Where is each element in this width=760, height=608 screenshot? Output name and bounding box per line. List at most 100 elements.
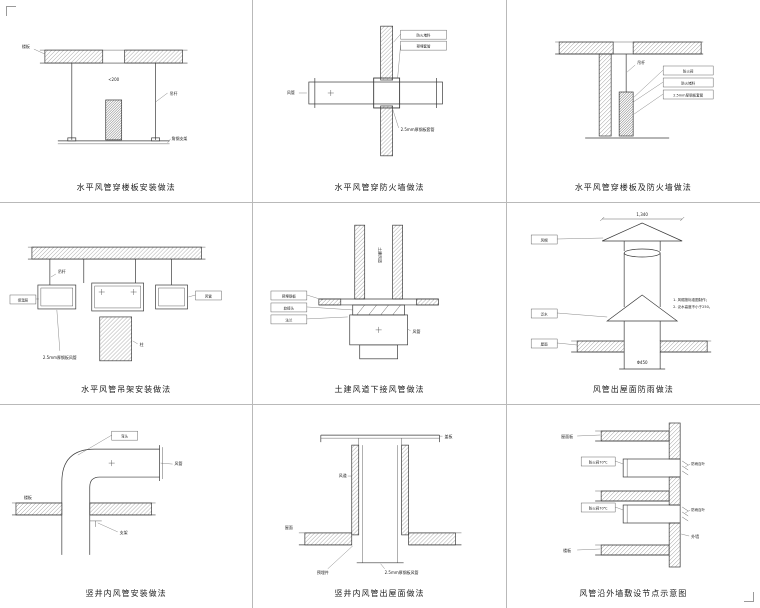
label-duct: 风管 — [175, 461, 183, 466]
cover-plate — [320, 435, 441, 446]
vent-duct — [623, 248, 661, 307]
mid-slab — [594, 490, 670, 502]
duct — [349, 314, 409, 359]
label-box — [111, 431, 138, 441]
label-flashing: 泛水 — [540, 311, 548, 316]
floor-slab — [39, 49, 188, 64]
label-cover-plate: 盖板 — [445, 434, 453, 439]
label-box — [9, 294, 37, 304]
duct-section — [584, 91, 669, 139]
drawing-caption: 水平风管穿楼板及防火墙做法 — [574, 182, 692, 192]
label-fire-damper: 防火阀 — [683, 69, 694, 74]
label-insulation: 保温层 — [18, 297, 29, 302]
drawing-caption: 风管出屋面防雨做法 — [592, 385, 674, 395]
label-box — [530, 338, 558, 348]
detail-cell-2: 风管 防火堵料 预埋套管 2.5mm厚钢板套管 水平风管穿防火墙做法 — [253, 0, 507, 203]
wall-sleeve — [373, 77, 401, 109]
floor-slab — [554, 41, 703, 55]
label-air-shaft: 风道 — [339, 473, 347, 478]
drawing-duct-hangers: 吊杆 风管 保温层 柱 2.5mm厚钢板风管 — [9, 246, 222, 361]
flashing-cone — [605, 294, 678, 341]
floor-slab — [11, 502, 156, 516]
top-slab — [594, 430, 670, 442]
duct-below-roof — [618, 351, 665, 370]
duct-section — [57, 99, 170, 145]
label-rain-cap: 风帽 — [540, 237, 548, 242]
label-roof: 屋面 — [285, 525, 293, 530]
crop-mark — [753, 592, 754, 602]
label-steel-duct: 2.5mm厚钢板风管 — [385, 570, 419, 575]
embedded-plate — [318, 298, 440, 305]
label-steel-sleeve: 2.5mm厚钢板套管 — [401, 127, 435, 132]
detail-cell-3: 吊杆 防火阀 防火堵料 2.5mm厚钢板套管 水平风管穿楼板及防火墙做法 — [506, 0, 760, 203]
drawing-caption: 土建风道下接风管做法 — [334, 385, 425, 395]
detail-cell-9: 屋面板 防火阀70℃ 防火阀70℃ 防雨百叶 防雨百叶 外墙 楼板 风管沿外墙敷… — [507, 405, 760, 608]
drawing-roof-vent-cap: 1,340 — [530, 212, 712, 370]
label-support: 支架 — [120, 530, 128, 535]
drawing-shaft-duct-connection: 土建风道 — [271, 224, 440, 359]
drawing-caption: 水平风管穿防火墙做法 — [334, 182, 425, 192]
label-box — [662, 89, 714, 100]
note-line-1: 1. 风帽按标准图制作； — [673, 297, 709, 302]
label-box — [400, 29, 448, 40]
label-roof: 屋面 — [540, 341, 548, 346]
label-fire-damper-upper: 防火阀70℃ — [588, 460, 607, 465]
label-embedded-plate: 预埋钢板 — [282, 293, 296, 298]
label-roof-slab: 屋面板 — [561, 433, 573, 439]
label-builders-shaft: 土建风道 — [378, 247, 383, 263]
duct-lower — [622, 504, 681, 524]
roof-slab — [570, 340, 711, 353]
drawing-duct-elbow: 弯头 风管 楼板 支架 — [11, 431, 183, 556]
hanger-rods — [49, 258, 172, 285]
detail-cell-8: 盖板 风道 屋面 预埋件 2.5mm厚钢板风管 竖井内风管出屋面做法 — [253, 405, 507, 608]
detail-cell-1: <200 吊杆 角钢支架 楼板 水平风管穿楼板安装做法 — [0, 0, 254, 203]
crop-mark — [6, 6, 7, 16]
drawing-caption: 水平风管吊架安装做法 — [81, 385, 172, 395]
label-fireproof-sealant: 防火堵料 — [417, 33, 431, 38]
drawing-duct-through-firewall: 风管 防火堵料 预埋套管 2.5mm厚钢板套管 — [287, 25, 448, 157]
drawing-caption: 竖井内风管出屋面做法 — [334, 589, 425, 598]
detail-cell-4: 吊杆 风管 保温层 柱 2.5mm厚钢板风管 水平风管吊架安装做法 — [0, 202, 254, 406]
note-line-2: 2. 泛水高度不小于250。 — [673, 304, 712, 309]
label-box — [662, 65, 714, 76]
detail-cell-6: 1,340 — [506, 203, 760, 406]
label-slab: 楼板 — [24, 495, 32, 500]
label-box — [530, 308, 558, 318]
label-column: 柱 — [140, 342, 144, 347]
label-hanger: 吊杆 — [637, 59, 645, 65]
drawing-duct-slab-firewall: 吊杆 防火阀 防火堵料 2.5mm厚钢板套管 — [554, 41, 714, 139]
label-box — [271, 302, 308, 312]
label-louver-upper: 防雨百叶 — [691, 461, 705, 466]
bottom-slab — [594, 544, 670, 556]
label-box — [662, 77, 714, 88]
detail-cell-5: 土建风道 — [253, 202, 507, 406]
label-fireproof-sealant: 防火堵料 — [681, 81, 695, 86]
wall — [598, 53, 612, 137]
label-box — [195, 290, 222, 300]
duct-left — [37, 284, 77, 309]
label-box — [530, 234, 558, 244]
label-elbow: 弯头 — [121, 434, 128, 439]
label-steel-duct: 2.5mm厚钢板风管 — [43, 354, 77, 359]
drawing-shaft-through-roof: 盖板 风道 屋面 预埋件 2.5mm厚钢板风管 — [285, 434, 462, 575]
column — [99, 316, 132, 361]
label-box — [271, 290, 308, 300]
duct — [308, 78, 444, 108]
label-flange: 法兰 — [286, 317, 293, 322]
roof-slab — [299, 532, 462, 546]
duct-center — [91, 282, 144, 311]
dim-gap: <200 — [108, 77, 119, 82]
louver-upper — [681, 461, 688, 476]
shaft-walls — [351, 445, 410, 564]
elbow-duct — [61, 445, 163, 556]
label-steel-sleeve: 2.5mm厚钢板套管 — [673, 93, 703, 98]
firewall — [380, 25, 394, 157]
label-embedded-sleeve: 预埋套管 — [417, 44, 431, 49]
drawing-duct-through-slab: <200 吊杆 角钢支架 楼板 — [22, 44, 188, 145]
ceiling-slab — [27, 246, 206, 260]
crop-mark — [6, 6, 16, 7]
label-hanger: 吊杆 — [170, 91, 178, 96]
rain-cap — [601, 222, 682, 251]
